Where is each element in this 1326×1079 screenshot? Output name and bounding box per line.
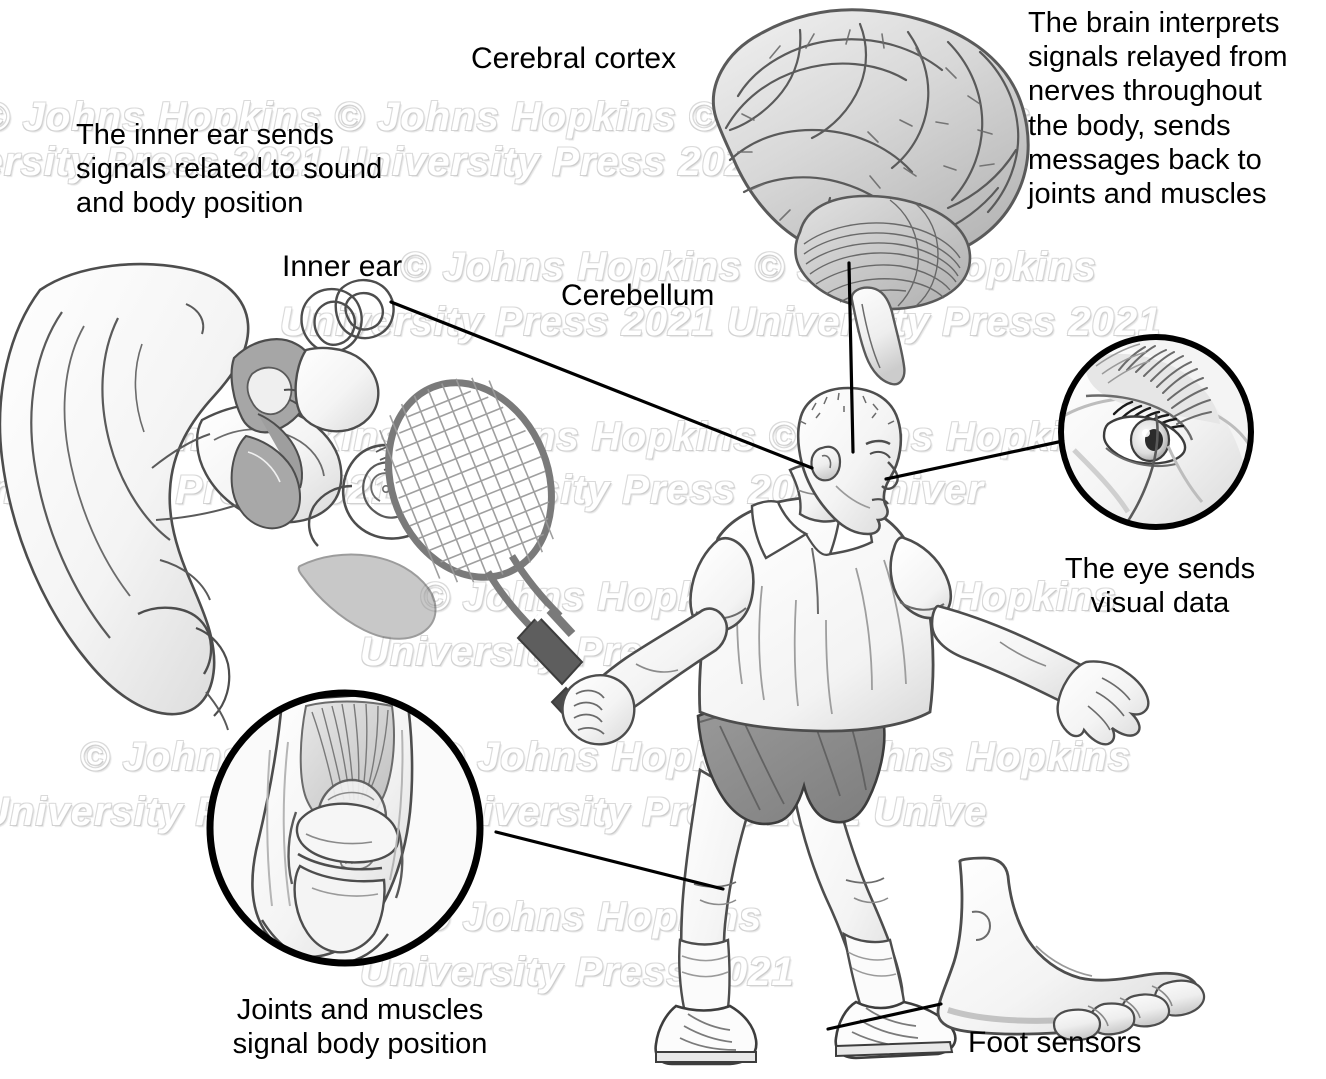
callout-line: nerves throughout <box>1028 75 1262 108</box>
tennis-racket-icon <box>379 377 594 732</box>
foot-sensors-label: Foot sensors <box>968 1026 1142 1059</box>
callout-line: The eye sends <box>1064 553 1256 585</box>
eye-inset <box>1058 334 1254 530</box>
callout-line: Joints and muscles <box>236 994 484 1026</box>
foot-illustration <box>936 856 1206 1042</box>
callout-line: messages back to <box>1028 143 1262 176</box>
cerebral-cortex-label: Cerebral cortex <box>471 42 677 75</box>
callout-line: visual data <box>1090 587 1230 620</box>
brain-illustration <box>711 8 1030 386</box>
callout-line: The inner ear sends <box>76 119 334 151</box>
inner-ear-label: Inner ear <box>282 250 403 283</box>
cerebellum-label: Cerebellum <box>561 279 715 312</box>
callout-line: signal body position <box>232 1028 488 1061</box>
callout-line: The brain interprets <box>1028 7 1280 39</box>
callout-line: signals relayed from <box>1028 41 1288 74</box>
callout-line: joints and muscles <box>1028 178 1267 211</box>
knee-inset <box>206 689 484 967</box>
callout-line: the body, sends <box>1028 109 1231 142</box>
callout-line: signals related to sound <box>76 153 383 186</box>
outer-ear-illustration <box>0 262 467 731</box>
callout-line: and body position <box>76 187 304 220</box>
